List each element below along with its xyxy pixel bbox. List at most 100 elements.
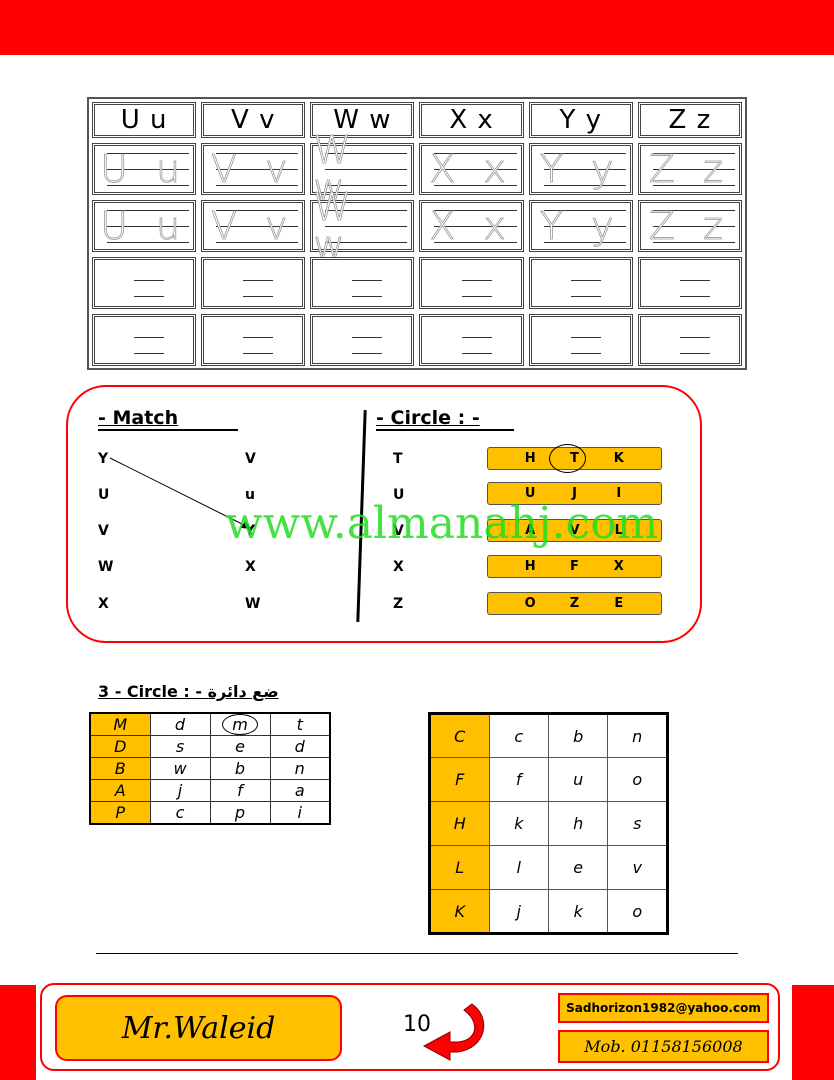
table-cell[interactable]: u	[547, 757, 609, 802]
trace-text: X x	[429, 204, 514, 248]
match-right-letter[interactable]: u	[245, 487, 255, 503]
table-cell[interactable]: s	[607, 801, 668, 846]
table-cell[interactable]: o	[607, 757, 668, 802]
circle-target-letter: T	[393, 451, 403, 467]
circled-letter[interactable]: m	[222, 714, 258, 735]
trace-text: U u	[100, 147, 189, 191]
writing-cell[interactable]	[201, 314, 306, 366]
table-cell[interactable]: c	[488, 713, 549, 758]
table-cell[interactable]: l	[488, 845, 549, 890]
writing-cell[interactable]	[528, 314, 633, 366]
table-cell[interactable]: t	[269, 712, 331, 736]
table-cell[interactable]: k	[488, 801, 549, 846]
writing-cell[interactable]	[637, 314, 742, 366]
match-right-letter[interactable]: Y	[245, 523, 256, 539]
match-left-letter[interactable]: W	[98, 559, 114, 575]
writing-cell[interactable]	[310, 314, 415, 366]
header-cell: Y y	[528, 102, 633, 138]
table-cell[interactable]: i	[269, 801, 331, 824]
trace-cell: Z z	[637, 143, 742, 195]
table-cell[interactable]: n	[607, 713, 668, 758]
trace-text: W w	[313, 185, 359, 267]
match-left-letter[interactable]: X	[98, 596, 109, 612]
circle-options-row: H F X	[487, 555, 662, 578]
table-cell: H	[429, 801, 490, 846]
circle-option[interactable]: Z	[569, 596, 580, 611]
trace-cell: Z z	[637, 200, 742, 252]
circle-option[interactable]: L	[614, 523, 623, 538]
circle-mark	[549, 444, 586, 473]
trace-cell: U u	[92, 143, 197, 195]
writing-cell[interactable]	[528, 257, 633, 309]
match-title: - Match	[98, 407, 179, 429]
table-cell[interactable]: e	[209, 735, 271, 758]
table-cell[interactable]: p	[209, 801, 271, 824]
author-name: Mr.Waleid	[55, 995, 342, 1061]
writing-cell[interactable]	[310, 257, 415, 309]
turn-page-arrow-icon[interactable]	[420, 1000, 492, 1062]
circle-option[interactable]: V	[569, 523, 580, 538]
table-cell[interactable]: v	[607, 845, 668, 890]
table-cell[interactable]: o	[607, 889, 668, 934]
table-row: H k h s	[429, 801, 668, 846]
match-left-letter[interactable]: U	[98, 487, 110, 503]
circle-option[interactable]: O	[524, 596, 536, 611]
table-cell[interactable]: j	[149, 779, 211, 802]
match-right-letter[interactable]: V	[245, 451, 256, 467]
match-right-letter[interactable]: W	[245, 596, 261, 612]
match-left-letter[interactable]: V	[98, 523, 109, 539]
circle-option[interactable]: U	[524, 486, 536, 501]
table-cell[interactable]: w	[149, 757, 211, 780]
circle-target-letter: U	[393, 487, 405, 503]
table-cell[interactable]: j	[488, 889, 549, 934]
table-cell[interactable]: k	[547, 889, 609, 934]
circle-option[interactable]: E	[614, 596, 624, 611]
match-right-letter[interactable]: X	[245, 559, 256, 575]
table-row: B w b n	[89, 757, 331, 780]
writing-cell[interactable]	[201, 257, 306, 309]
circle-option[interactable]: H	[524, 451, 536, 466]
table-cell[interactable]: e	[547, 845, 609, 890]
circle-table-small: M d m t D s e d B w b n A j f a P c p i	[89, 712, 331, 825]
table-cell[interactable]: n	[269, 757, 331, 780]
header-cell: W w	[310, 102, 415, 138]
table-cell[interactable]: f	[488, 757, 549, 802]
circle-options-row: A V L	[487, 519, 662, 542]
writing-cell[interactable]	[92, 314, 197, 366]
trace-cell: W w	[310, 188, 415, 264]
writing-cell[interactable]	[637, 257, 742, 309]
page-number: 10	[403, 1012, 431, 1037]
table-cell[interactable]: m	[209, 712, 271, 736]
circle-option[interactable]: J	[572, 486, 577, 501]
table-cell[interactable]: b	[209, 757, 271, 780]
footer-right-bar	[792, 985, 834, 1080]
circle-option[interactable]: K	[613, 451, 624, 466]
table-cell[interactable]: s	[149, 735, 211, 758]
trace-cell: U u	[92, 200, 197, 252]
table-row: F f u o	[429, 757, 668, 802]
contact-email[interactable]: Sadhorizon1982@yahoo.com	[558, 993, 769, 1023]
table-cell: A	[89, 779, 151, 802]
circle-option[interactable]: X	[613, 559, 624, 574]
header-cell: Z z	[637, 102, 742, 138]
table-cell[interactable]: h	[547, 801, 609, 846]
circle-option[interactable]: H	[524, 559, 536, 574]
table-cell[interactable]: d	[149, 712, 211, 736]
table-cell[interactable]: a	[269, 779, 331, 802]
circle-table-large: C c b n F f u o H k h s L l e v K j k o	[428, 712, 669, 935]
table-cell[interactable]: d	[269, 735, 331, 758]
table-cell[interactable]: c	[149, 801, 211, 824]
table-cell[interactable]: f	[209, 779, 271, 802]
writing-cell[interactable]	[92, 257, 197, 309]
circle-option[interactable]: A	[525, 523, 536, 538]
writing-cell[interactable]	[419, 314, 524, 366]
match-left-letter[interactable]: Y	[98, 451, 109, 467]
table-cell[interactable]: b	[547, 713, 609, 758]
circle-option[interactable]: I	[616, 486, 622, 501]
trace-cell: Y y	[528, 200, 633, 252]
writing-cell[interactable]	[419, 257, 524, 309]
table-row: M d m t	[89, 712, 331, 736]
circle-option[interactable]: F	[570, 559, 579, 574]
match-title-underline	[98, 429, 238, 431]
trace-text: Z z	[648, 147, 731, 191]
